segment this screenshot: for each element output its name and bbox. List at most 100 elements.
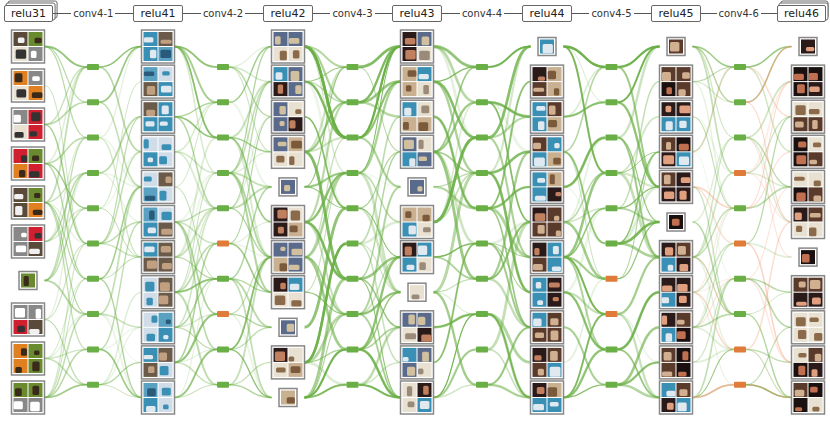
image-thumbnail [809,348,823,362]
image-thumbnail [159,313,173,327]
conv-unit [217,311,229,317]
image-thumbnail [548,363,562,377]
image-thumbnail [14,125,28,139]
cluster-frame [667,38,685,56]
thumbnail-object [31,112,40,121]
thumbnail-object [551,331,559,341]
conv-unit [734,135,746,141]
thumbnail-object [275,36,281,44]
image-thumbnail [29,320,43,334]
cluster-frame [279,389,297,407]
activation-link [746,187,792,279]
thumbnail-object [146,110,155,116]
image-thumbnail [403,32,417,46]
activation-link [175,47,218,138]
image-thumbnail [274,223,288,237]
cluster-frame [531,100,564,133]
image-thumbnail [809,187,823,201]
cluster-frame [660,311,693,344]
thumbnail-object [550,318,558,325]
conv-unit [217,276,229,282]
cluster-frame [142,346,175,379]
activation-link [99,279,142,398]
activation-link [746,385,792,398]
image-thumbnail [289,32,303,46]
image-thumbnail [662,172,676,186]
image-thumbnail [662,348,676,362]
activation-link [693,244,735,328]
conv-unit [476,241,488,247]
cluster-frame [272,135,305,168]
thumbnail-object [277,210,286,219]
image-thumbnail [274,208,288,222]
activation-link [488,82,531,209]
thumbnail-object [29,329,39,334]
thumbnail-object [149,211,154,220]
image-thumbnail [14,227,28,241]
thumbnail-object [24,276,29,286]
activation-link [45,203,88,350]
thumbnail-object [418,245,427,255]
thumbnail-object [290,284,299,290]
thumbnail-object [815,354,821,362]
thumbnail-object [291,366,301,373]
layer-box: relu41 [133,5,182,22]
activation-link [434,349,477,397]
cluster-frame [401,311,434,344]
activation-link [175,349,218,397]
thumbnail-object [814,181,821,187]
cluster-frame [792,135,825,168]
image-thumbnail [159,208,173,222]
activation-link [45,102,88,124]
cluster-frame [12,303,45,336]
conv-unit [734,241,746,247]
image-thumbnail [677,348,691,362]
image-thumbnail [274,348,288,362]
activation-link [175,222,218,349]
thumbnail-object [549,106,556,115]
image-thumbnail [289,348,303,362]
conv-unit [606,276,618,282]
activation-link [175,208,218,292]
activation-link [305,314,347,397]
thumbnail-object [548,71,556,79]
image-thumbnail [144,243,158,257]
thumbnail-object [144,37,154,42]
image-thumbnail [29,125,43,139]
thumbnail-object [144,139,149,148]
image-thumbnail [794,328,808,342]
thumbnail-object [795,390,805,397]
thumbnail-object [533,143,541,149]
image-thumbnail [418,102,432,116]
cluster-frame [279,178,297,196]
thumbnail-object [162,105,169,114]
activation-link [618,47,660,138]
thumbnail-object [21,233,27,238]
image-thumbnail [14,305,28,319]
thumbnail-object [549,282,560,287]
thumbnail-object [802,254,810,263]
image-thumbnail [794,313,808,327]
image-thumbnail [533,328,547,342]
cluster-frame [12,69,45,102]
cluster-frame [401,135,434,168]
image-thumbnail [677,102,691,116]
image-thumbnail [29,110,43,124]
image-thumbnail [677,398,691,412]
conv-unit [87,135,99,141]
activation-link [229,349,272,397]
image-thumbnail [809,363,823,377]
cluster-frame [538,38,556,56]
conv-unit [217,382,229,388]
thumbnail-object [408,225,415,234]
image-thumbnail [533,223,547,237]
image-thumbnail [801,40,815,54]
activation-link [45,279,88,359]
activation-link [564,208,606,292]
activation-link [229,257,272,349]
activation-link [618,222,660,279]
activation-link [359,244,401,363]
thumbnail-object [287,397,295,403]
activation-link [359,314,401,397]
